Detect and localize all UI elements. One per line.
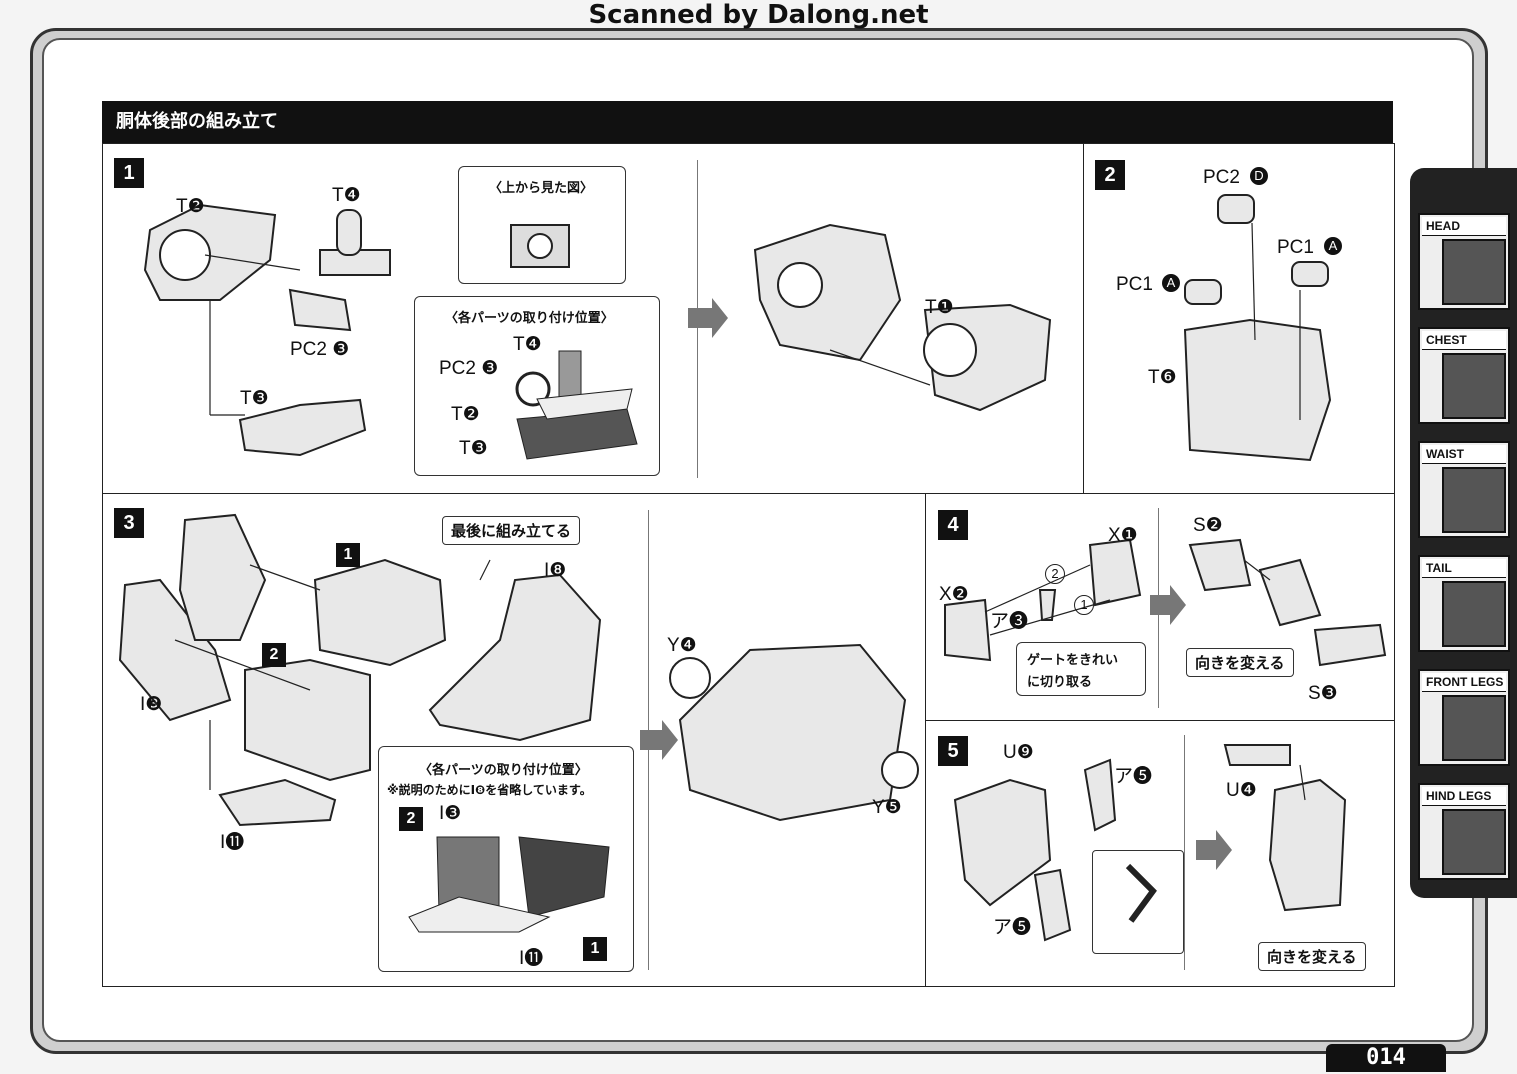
- part-label: X❷: [939, 584, 969, 605]
- part-label: ア❸: [990, 611, 1029, 632]
- part-label: PC1: [1277, 237, 1314, 258]
- part-label: T❹: [332, 185, 361, 206]
- position-drawing: [515, 350, 638, 460]
- part-label: Y❹: [667, 635, 697, 656]
- step-number: 4: [938, 510, 968, 540]
- step-number: 3: [114, 508, 144, 538]
- part-label: ア❺: [993, 917, 1032, 938]
- nav-label: FRONT LEGS: [1422, 673, 1506, 692]
- nav-item-head[interactable]: HEAD: [1418, 213, 1510, 310]
- part-label: X❶: [1108, 525, 1138, 546]
- detail-drawing: [1125, 863, 1157, 923]
- part-label: U❾: [1003, 742, 1034, 763]
- part-label: T❸: [240, 388, 269, 409]
- page-title: 胴体後部の組み立て: [102, 101, 1393, 143]
- step-number: 2: [1095, 160, 1125, 190]
- hind-legs-icon: [1442, 809, 1506, 875]
- part-label: T❸: [459, 438, 488, 459]
- divider: [1184, 735, 1185, 970]
- part-label: PC1: [1116, 274, 1153, 295]
- callout-title: 〈上から見た図〉: [489, 181, 594, 196]
- part-label: PC2 ❸: [439, 358, 499, 379]
- nav-label: HEAD: [1422, 217, 1506, 236]
- front-legs-icon: [1442, 695, 1506, 761]
- part-label: T❷: [451, 404, 480, 425]
- part-position-callout: 〈各パーツの取り付け位置〉 ※説明のためにI❽を省略しています。 I❸ I⓫ 2…: [378, 746, 634, 972]
- turn-around-note: 向きを変える: [1186, 648, 1294, 677]
- gate-note-line-1: ゲートをきれい: [1027, 653, 1119, 668]
- nav-item-front-legs[interactable]: FRONT LEGS: [1418, 669, 1510, 766]
- part-label: T❻: [1148, 367, 1177, 388]
- part-label: T❹: [513, 334, 542, 355]
- part-label: T❶: [925, 297, 954, 318]
- part-label: ア❺: [1114, 766, 1153, 787]
- nav-label: HIND LEGS: [1422, 787, 1506, 806]
- part-label: S❸: [1308, 683, 1338, 704]
- detail-callout: [1092, 850, 1184, 954]
- nav-item-waist[interactable]: WAIST: [1418, 441, 1510, 538]
- tail-icon: [1442, 581, 1506, 647]
- part-label: T❷: [176, 196, 205, 217]
- nav-label: CHEST: [1422, 331, 1506, 350]
- step-reference: 1: [336, 543, 360, 567]
- nav-label: TAIL: [1422, 559, 1506, 578]
- assemble-last-note: 最後に組み立てる: [442, 516, 581, 545]
- part-label: Y❺: [872, 797, 902, 818]
- chest-icon: [1442, 353, 1506, 419]
- part-label: I⓫: [519, 948, 544, 969]
- callout-title: 〈各パーツの取り付け位置〉: [445, 311, 614, 326]
- sequence-marker: 2: [1045, 564, 1065, 584]
- position-drawing: [408, 836, 610, 933]
- waist-icon: [1442, 467, 1506, 533]
- step-reference: 2: [399, 807, 423, 831]
- step-number: 1: [114, 158, 144, 188]
- gate-note-line-2: に切り取る: [1027, 675, 1093, 690]
- part-label: U❹: [1226, 780, 1257, 801]
- part-position-callout: 〈各パーツの取り付け位置〉 T❹ PC2 ❸ T❷ T❸: [414, 296, 660, 476]
- page-number: 014: [1326, 1044, 1446, 1072]
- step-reference: 1: [583, 937, 607, 961]
- sequence-marker: 1: [1074, 595, 1094, 615]
- nav-label: WAIST: [1422, 445, 1506, 464]
- top-view-drawing: [510, 224, 570, 268]
- part-marker: A: [1324, 237, 1342, 255]
- nav-item-chest[interactable]: CHEST: [1418, 327, 1510, 424]
- part-marker: A: [1162, 274, 1180, 292]
- nav-item-hind-legs[interactable]: HIND LEGS: [1418, 783, 1510, 880]
- callout-title: 〈各パーツの取り付け位置〉: [419, 763, 588, 778]
- part-label: I❽: [544, 560, 567, 581]
- step-reference: 2: [262, 643, 286, 667]
- part-label: I❸: [140, 694, 163, 715]
- head-icon: [1442, 239, 1506, 305]
- step-number: 5: [938, 736, 968, 766]
- part-marker: D: [1250, 167, 1268, 185]
- watermark: Scanned by Dalong.net: [588, 0, 929, 30]
- nav-item-tail[interactable]: TAIL: [1418, 555, 1510, 652]
- part-label: I❸: [439, 803, 462, 824]
- part-label: S❷: [1193, 515, 1223, 536]
- part-label: PC2: [1203, 167, 1240, 188]
- gate-note-callout: ゲートをきれい に切り取る: [1016, 642, 1146, 696]
- part-label: PC2 ❸: [290, 339, 350, 360]
- turn-around-note: 向きを変える: [1258, 942, 1366, 971]
- part-label: I⓫: [220, 832, 245, 853]
- top-view-callout: 〈上から見た図〉: [458, 166, 626, 284]
- callout-note: ※説明のためにI❽を省略しています。: [387, 783, 592, 797]
